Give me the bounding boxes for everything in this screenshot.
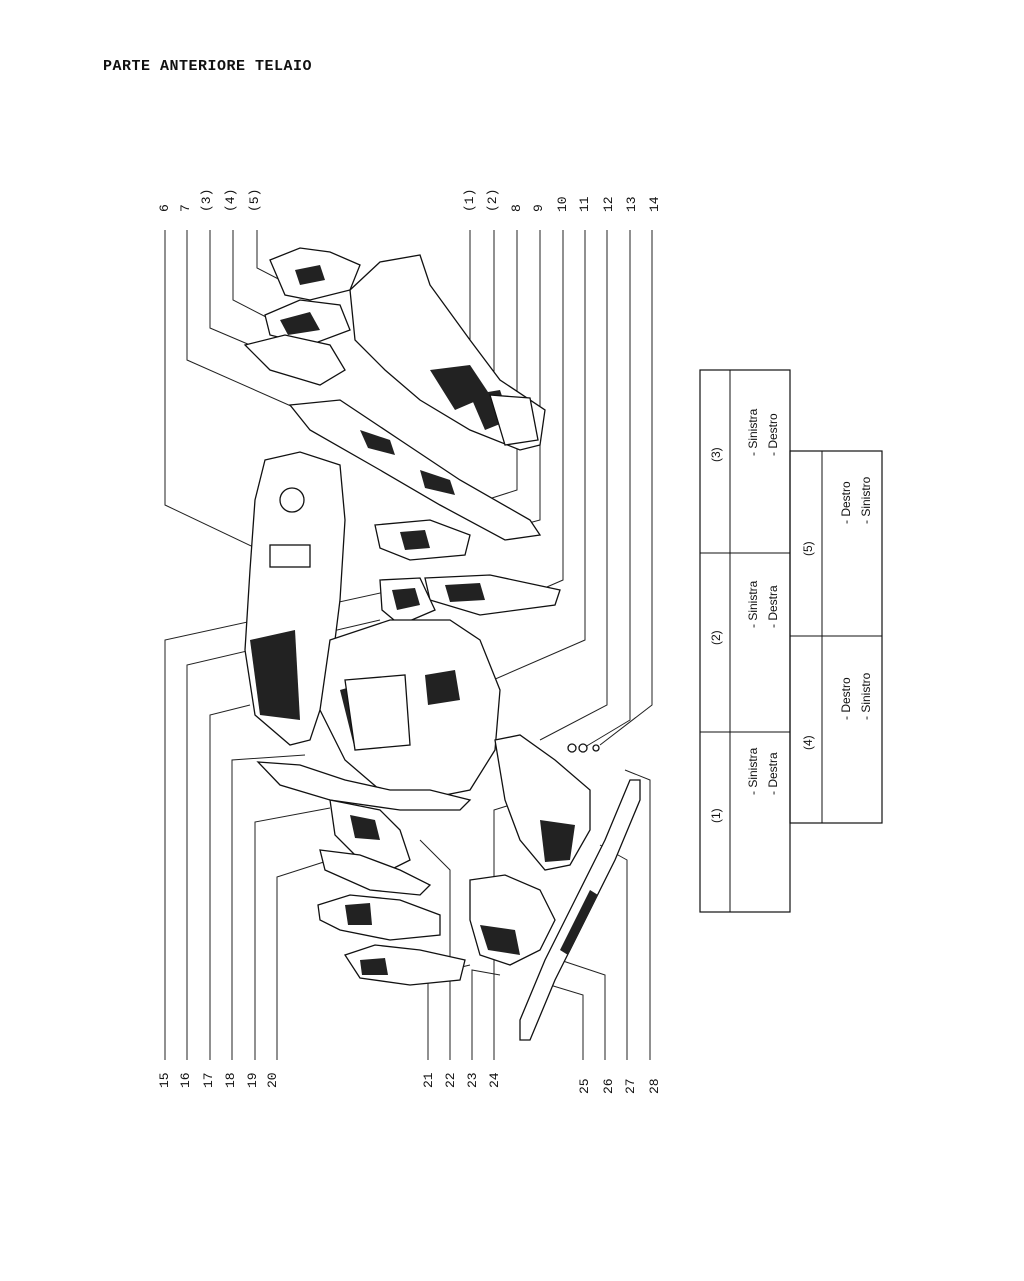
callout-11: 11 xyxy=(577,196,592,212)
callout-22: 22 xyxy=(443,1072,458,1088)
callout-26: 26 xyxy=(601,1078,616,1094)
callout-9: 9 xyxy=(531,204,546,212)
callout-20: 20 xyxy=(265,1072,280,1088)
callout-7: 7 xyxy=(178,204,193,212)
legend-3-a: - Sinistra xyxy=(746,408,760,456)
legend-1-a: - Sinistra xyxy=(746,747,760,795)
legend-5-b: - Sinistro xyxy=(859,476,873,524)
callout-3: (3) xyxy=(199,189,214,212)
callout-27: 27 xyxy=(623,1078,638,1094)
callouts-top: 6 7 (3) (4) (5) (1) (2) 8 9 10 11 12 13 … xyxy=(157,189,662,212)
callout-17: 17 xyxy=(201,1072,216,1088)
callout-1: (1) xyxy=(462,189,477,212)
legend-2-b: - Destra xyxy=(766,585,780,628)
callout-2: (2) xyxy=(485,189,500,212)
callout-10: 10 xyxy=(555,196,570,212)
callout-4: (4) xyxy=(223,189,238,212)
callout-12: 12 xyxy=(601,196,616,212)
callout-16: 16 xyxy=(178,1072,193,1088)
legend-1-b: - Destra xyxy=(766,752,780,795)
callout-6: 6 xyxy=(157,204,172,212)
callout-8: 8 xyxy=(509,204,524,212)
callout-13: 13 xyxy=(624,196,639,212)
legend-table: (1) - Sinistra - Destra (2) - Sinistra -… xyxy=(699,369,883,913)
callout-19: 19 xyxy=(245,1072,260,1088)
callout-15: 15 xyxy=(157,1072,172,1088)
callouts-bottom: 15 16 17 18 19 20 21 22 23 24 25 26 27 2… xyxy=(157,1072,662,1094)
legend-header-5: (5) xyxy=(801,541,815,556)
legend-4-b: - Sinistro xyxy=(859,672,873,720)
legend-header-3: (3) xyxy=(709,447,723,462)
callout-23: 23 xyxy=(465,1072,480,1088)
legend-header-4: (4) xyxy=(801,735,815,750)
frame-parts xyxy=(243,247,641,1041)
legend-4-a: - Destro xyxy=(839,677,853,720)
legend-header-1: (1) xyxy=(709,808,723,823)
callout-18: 18 xyxy=(223,1072,238,1088)
legend-2-a: - Sinistra xyxy=(746,580,760,628)
legend-5-a: - Destro xyxy=(839,481,853,524)
callout-25: 25 xyxy=(577,1078,592,1094)
callout-5: (5) xyxy=(247,189,262,212)
legend-3-b: - Destro xyxy=(766,413,780,456)
callout-14: 14 xyxy=(647,196,662,212)
page-title: PARTE ANTERIORE TELAIO xyxy=(103,58,313,75)
callout-24: 24 xyxy=(487,1072,502,1088)
callout-28: 28 xyxy=(647,1078,662,1094)
callout-21: 21 xyxy=(421,1072,436,1088)
legend-header-2: (2) xyxy=(709,630,723,645)
